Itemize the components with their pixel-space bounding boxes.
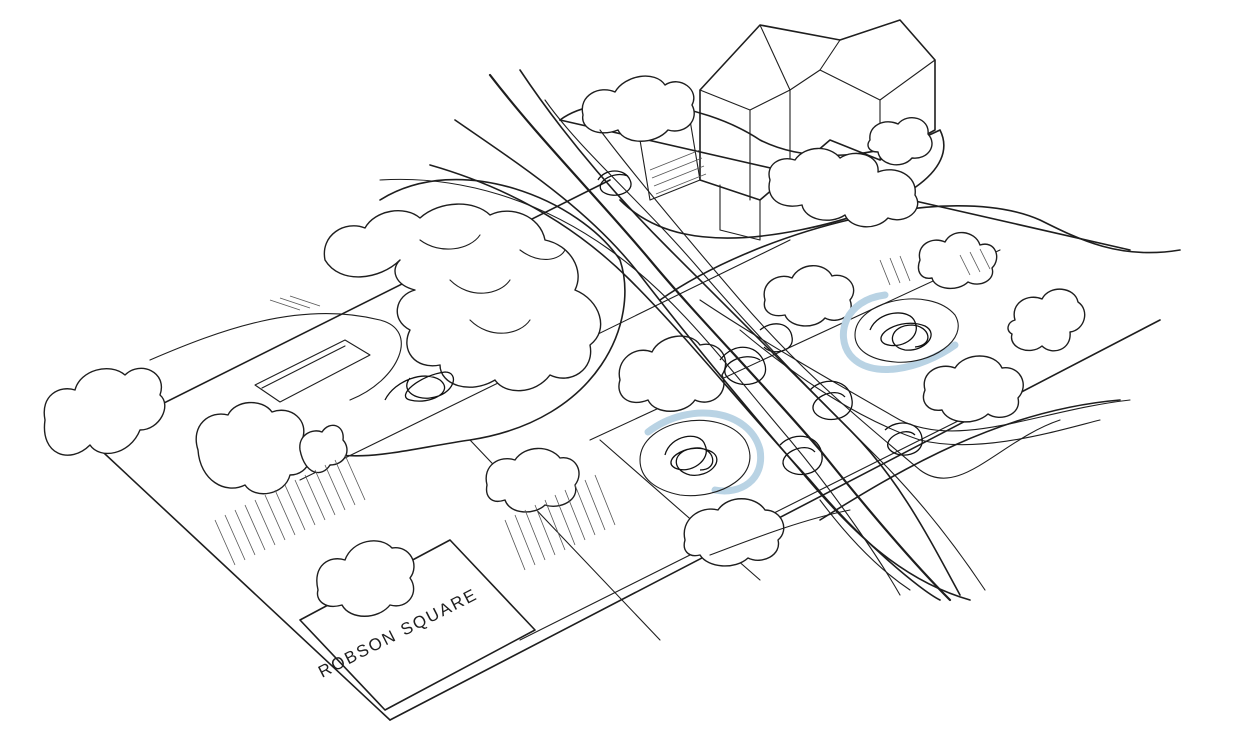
reflecting-pool (254, 339, 371, 403)
pool-right (839, 291, 959, 373)
flow-lines (379, 69, 1131, 602)
ground-hatching (214, 248, 991, 571)
tree-cluster (43, 75, 1086, 617)
pool-left (639, 409, 765, 497)
